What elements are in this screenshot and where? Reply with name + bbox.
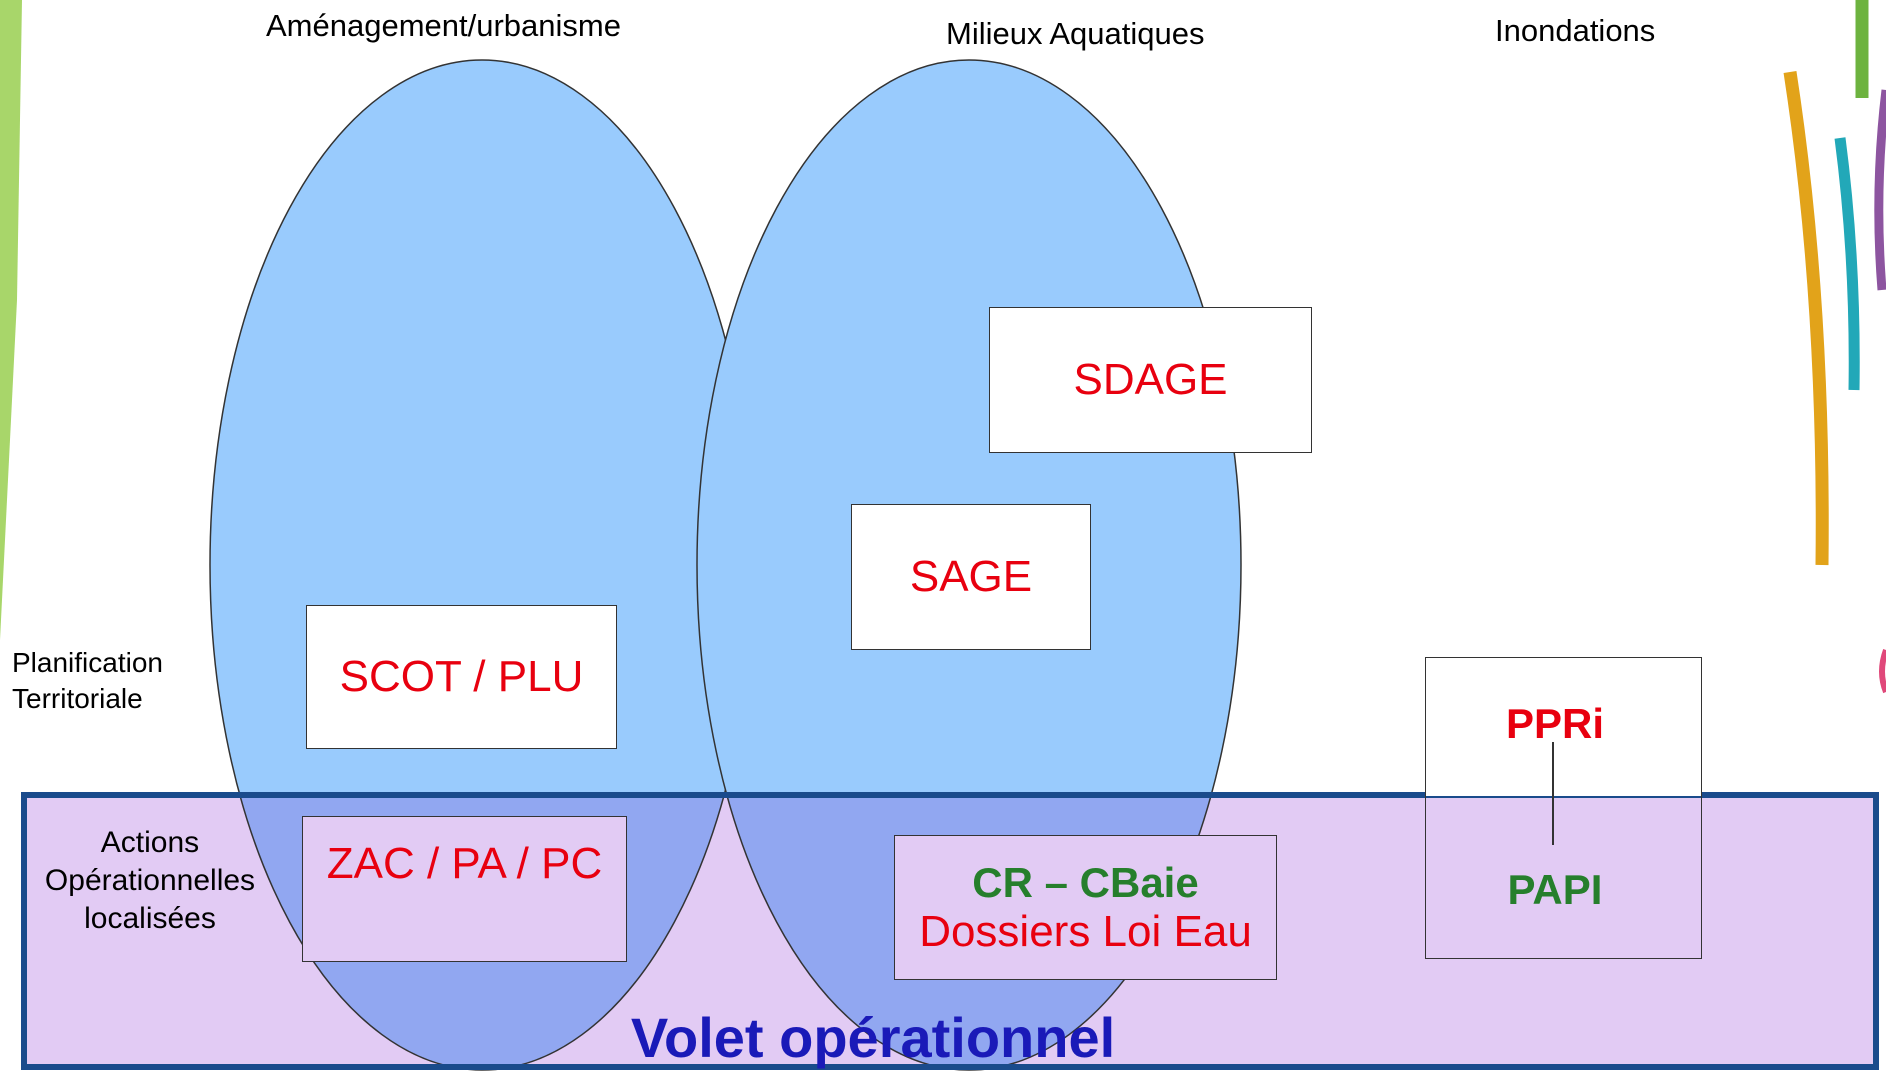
row-label-actions: Actions Opérationnelles localisées <box>30 824 270 938</box>
box-cr-cbaie-label: CR – CBaie <box>972 858 1199 906</box>
decor-purple-arc <box>1874 89 1886 291</box>
row-label-planification-line1: Planification <box>12 647 163 678</box>
row-label-actions-line2: Opérationnelles <box>44 864 256 897</box>
column-header-amenagement: Aménagement/urbanisme <box>266 8 621 43</box>
box-scot-plu-label: SCOT / PLU <box>339 652 584 701</box>
box-ppri-papi-upper-fill <box>1426 658 1701 796</box>
box-scot-plu: SCOT / PLU <box>306 605 617 749</box>
column-header-inondations: Inondations <box>1495 13 1656 48</box>
box-zac-pa-pc-label: ZAC / PA / PC <box>326 839 603 888</box>
box-dossiers-loi-eau-label: Dossiers Loi Eau <box>919 906 1252 956</box>
row-label-actions-line3: localisées <box>84 902 216 935</box>
row-label-planification: Planification Territoriale <box>12 645 163 717</box>
decor-pink-arc <box>1879 648 1886 694</box>
left-green-accent <box>0 0 22 640</box>
row-label-actions-line1: Actions <box>100 826 200 859</box>
box-sage: SAGE <box>851 504 1091 650</box>
band-title: Volet opérationnel <box>630 1006 1116 1069</box>
ppri-papi-connector <box>1552 742 1554 845</box>
column-header-milieux: Milieux Aquatiques <box>946 16 1205 51</box>
ppri-label: PPRi <box>1505 700 1605 747</box>
decor-orange-arc <box>1783 71 1829 566</box>
box-ppri-papi <box>1425 657 1702 959</box>
box-sdage-label: SDAGE <box>1073 355 1228 404</box>
operational-band-border <box>21 792 1879 1070</box>
decor-teal-arc <box>1834 137 1860 391</box>
papi-label: PAPI <box>1507 866 1603 913</box>
row-label-planification-line2: Territoriale <box>12 683 143 714</box>
box-sdage: SDAGE <box>989 307 1312 453</box>
box-cr-dossiers: CR – CBaie Dossiers Loi Eau <box>894 835 1277 980</box>
box-zac-pa-pc: ZAC / PA / PC <box>302 816 627 962</box>
box-sage-label: SAGE <box>909 552 1033 601</box>
